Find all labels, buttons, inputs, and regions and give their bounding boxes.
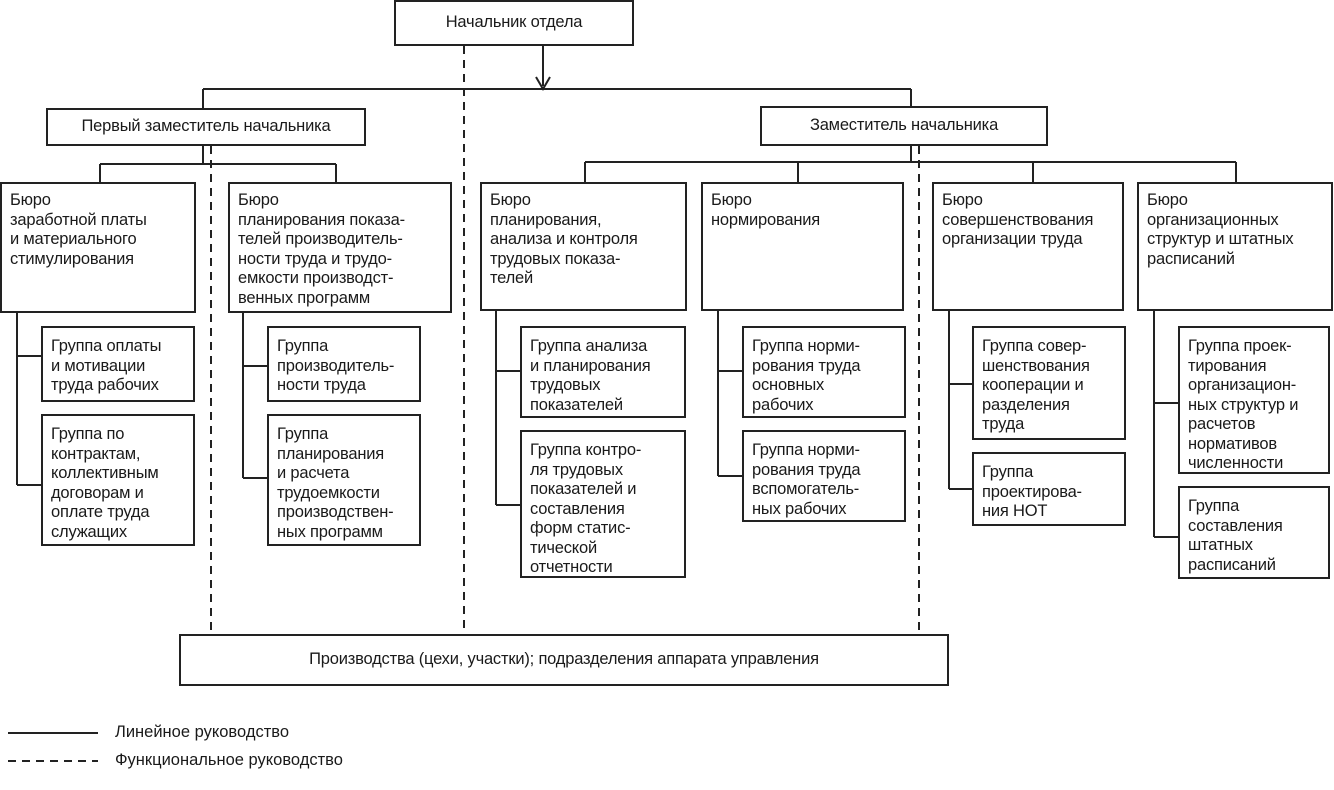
bureau-norming: Бюро нормирования <box>701 182 904 311</box>
bureau-org-structures: Бюро организационных структур и штатных … <box>1137 182 1333 311</box>
group-contracts-label: Группа по контрактам, коллективным догов… <box>51 425 159 541</box>
group-not-design-label: Группа проектирова- ния НОТ <box>982 463 1082 520</box>
group-aux-workers-norming: Группа норми- рования труда вспомогатель… <box>742 430 906 522</box>
group-org-design: Группа проек- тирования организацион- ны… <box>1178 326 1330 474</box>
bureau-labor-indicators: Бюро планирования, анализа и контроля тр… <box>480 182 687 311</box>
group-worker-pay-label: Группа оплаты и мотивации труда рабочих <box>51 337 162 394</box>
group-worker-pay: Группа оплаты и мотивации труда рабочих <box>41 326 195 402</box>
group-aux-workers-norming-label: Группа норми- рования труда вспомогатель… <box>752 441 861 518</box>
bureau-org-structures-label: Бюро организационных структур и штатных … <box>1147 191 1294 268</box>
bureau-norming-label: Бюро нормирования <box>711 191 820 229</box>
group-staffing-tables-label: Группа составления штатных расписаний <box>1188 497 1283 574</box>
head-label: Начальник отдела <box>445 13 583 32</box>
bureau-productivity-planning-label: Бюро планирования показа- телей производ… <box>238 191 405 307</box>
bureau-labor-organization-label: Бюро совершенствования организации труда <box>942 191 1094 248</box>
group-not-design: Группа проектирова- ния НОТ <box>972 452 1126 526</box>
group-cooperation-label: Группа совер- шенствования кооперации и … <box>982 337 1090 433</box>
group-contracts: Группа по контрактам, коллективным догов… <box>41 414 195 546</box>
production-label: Производства (цехи, участки); подразделе… <box>309 650 819 669</box>
deputy-box: Заместитель начальника <box>760 106 1048 146</box>
group-main-workers-norming: Группа норми- рования труда основных раб… <box>742 326 906 418</box>
group-productivity-label: Группа производитель- ности труда <box>277 337 395 394</box>
group-cooperation: Группа совер- шенствования кооперации и … <box>972 326 1126 440</box>
group-analysis-planning: Группа анализа и планирования трудовых п… <box>520 326 686 418</box>
head-box: Начальник отдела <box>394 0 634 46</box>
group-labor-intensity-label: Группа планирования и расчета трудоемкос… <box>277 425 394 541</box>
first-deputy-box: Первый заместитель начальника <box>46 108 366 146</box>
legend-linear: Линейное руководство <box>115 723 290 741</box>
first-deputy-label: Первый заместитель начальника <box>81 117 331 136</box>
group-staffing-tables: Группа составления штатных расписаний <box>1178 486 1330 579</box>
group-labor-intensity: Группа планирования и расчета трудоемкос… <box>267 414 421 546</box>
deputy-label: Заместитель начальника <box>809 116 999 135</box>
group-control-statistics: Группа контро- ля трудовых показателей и… <box>520 430 686 578</box>
bureau-wages-label: Бюро заработной платы и материального ст… <box>10 191 147 268</box>
bureau-labor-indicators-label: Бюро планирования, анализа и контроля тр… <box>490 191 638 287</box>
production-box: Производства (цехи, участки); подразделе… <box>179 634 949 686</box>
bureau-productivity-planning: Бюро планирования показа- телей производ… <box>228 182 452 313</box>
group-analysis-planning-label: Группа анализа и планирования трудовых п… <box>530 337 651 414</box>
legend-functional: Функциональное руководство <box>115 751 343 769</box>
group-main-workers-norming-label: Группа норми- рования труда основных раб… <box>752 337 861 414</box>
bureau-wages: Бюро заработной платы и материального ст… <box>0 182 196 313</box>
bureau-labor-organization: Бюро совершенствования организации труда <box>932 182 1124 311</box>
group-productivity: Группа производитель- ности труда <box>267 326 421 402</box>
group-control-statistics-label: Группа контро- ля трудовых показателей и… <box>530 441 642 576</box>
group-org-design-label: Группа проек- тирования организацион- ны… <box>1188 337 1299 472</box>
